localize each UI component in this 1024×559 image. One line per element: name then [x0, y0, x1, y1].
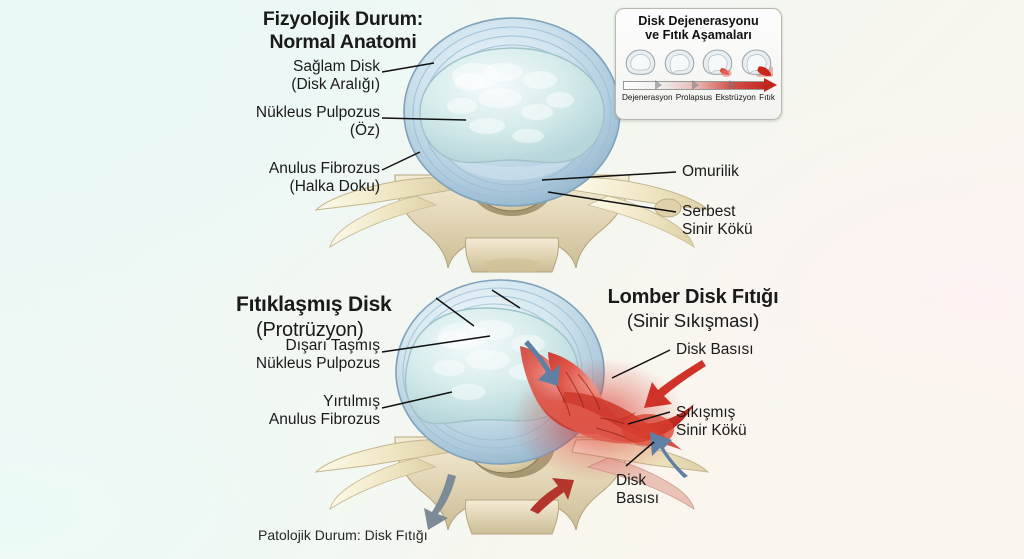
label-saglam-disk: Sağlam Disk (Disk Aralığı): [291, 58, 380, 94]
page-title-herniated: Fıtıklaşmış Disk (Protrüzyon): [236, 268, 486, 367]
stage-label-fitik: Fıtık: [759, 92, 775, 102]
pressure-arrow-blue-top: [524, 340, 560, 386]
label-yirtilmis-anulus: Yırtılmış Anulus Fibrozus: [268, 393, 380, 429]
spinal-cord-butterfly: [483, 169, 541, 196]
free-nerve-root-top-right: [654, 198, 682, 218]
stage-icon-ekstruzyon: [703, 49, 733, 77]
severity-arrow-head: [764, 77, 777, 92]
label-anulus-fibrozus: Anulus Fibrozus (Halka Doku): [268, 160, 380, 196]
page-title-lumbar-hernia: Lomber Disk Fıtığı (Sinir Sıkışması): [570, 262, 816, 356]
label-disari-tasmis-nukleus: Dışarı Taşmış Nükleus Pulpozus: [255, 337, 380, 373]
herniated-title-main: Fıtıklaşmış Disk: [236, 292, 392, 316]
stage-icon-prolapsus: [664, 49, 694, 75]
severity-chevron-1: [655, 79, 662, 90]
inset-stage-icons: [624, 47, 773, 77]
stage-label-dejenerasyon: Dejenerasyon: [622, 92, 673, 102]
lumbar-title-sub: (Sinir Sıkışması): [626, 310, 760, 332]
severity-chevron-3: [729, 79, 736, 90]
motion-arrow-grey-left: [424, 474, 456, 530]
severity-chevron-2: [692, 79, 699, 90]
stage-label-ekstruzyon: Ekstrüzyon: [715, 92, 756, 102]
stage-icon-dejenerasyon: [625, 49, 656, 75]
lumbar-title-main: Lomber Disk Fıtığı: [607, 285, 779, 308]
inset-stage-labels: Dejenerasyon Prolapsus Ekstrüzyon Fıtık: [622, 93, 775, 102]
severity-arrow: [623, 77, 777, 92]
page-title-normal: Fizyolojik Durum: Normal Anatomi: [262, 8, 424, 53]
compressed-nerve-root: [622, 414, 674, 446]
bottom-caption: Patolojik Durum: Disk Fıtığı: [258, 527, 428, 543]
label-nukleus-pulpozus: Nükleus Pulpozus (Öz): [255, 104, 380, 140]
motion-arrow-red-center: [530, 478, 574, 514]
stages-inset-panel: Disk Dejenerasyonu ve Fıtık Aşamaları: [615, 8, 782, 120]
label-disk-basisi-upper: Disk Basısı: [676, 341, 754, 358]
inset-title: Disk Dejenerasyonu ve Fıtık Aşamaları: [638, 14, 759, 43]
stage-icon-fitik: [741, 49, 773, 77]
label-disk-basisi-lower: Disk Basısı: [616, 472, 660, 508]
label-sikismis-sinir-koku: Sıkışmış Sinir Kökü: [676, 404, 747, 440]
label-serbest-sinir-koku: Serbest Sinir Kökü: [682, 203, 753, 239]
pressure-arrow-red-right: [644, 360, 706, 408]
stage-label-prolapsus: Prolapsus: [675, 92, 713, 102]
healthy-nucleus-pulposus: [419, 47, 605, 164]
label-omurilik: Omurilik: [682, 163, 739, 180]
herniated-title-sub: (Protrüzyon): [256, 318, 364, 341]
